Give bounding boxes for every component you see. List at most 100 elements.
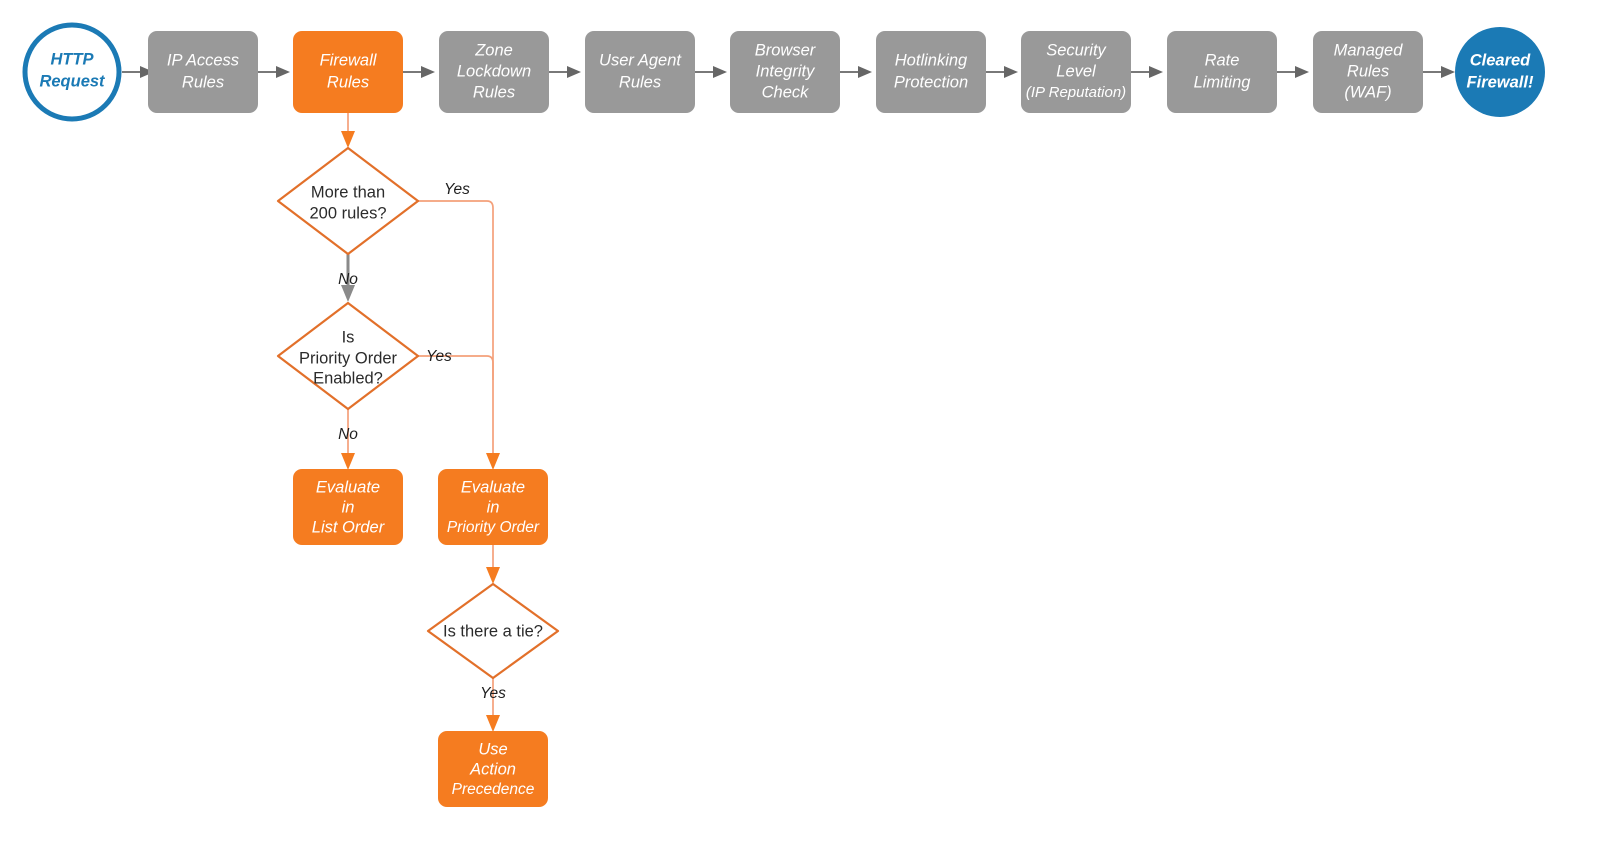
arrowhead-step-5-to-step-6 bbox=[1004, 66, 1018, 78]
evaluate-priority-order-box bbox=[438, 469, 548, 545]
managed-rules-waf-box bbox=[1313, 31, 1423, 113]
node-hotlinking-protection[interactable]: Hotlinking Protection bbox=[876, 31, 986, 113]
more-than-200-rules-label-line-1: 200 rules? bbox=[309, 204, 386, 222]
cleared-firewall-label-line-1: Firewall! bbox=[1467, 73, 1534, 91]
more-than-200-rules-label-line-0: More than bbox=[311, 183, 385, 201]
node-cleared-firewall[interactable]: Cleared Firewall! bbox=[1455, 27, 1545, 117]
edge-label-no-200-rules: No bbox=[338, 271, 358, 288]
priority-order-enabled-label-line-0: Is bbox=[342, 328, 355, 346]
http-request-circle bbox=[22, 22, 122, 122]
connector-yes-200rules bbox=[417, 200, 494, 456]
ip-access-rules-label-line-1: Rules bbox=[182, 73, 224, 91]
arrowhead-no-200rules bbox=[341, 285, 355, 302]
ip-access-rules-box bbox=[148, 31, 258, 113]
node-decision-is-there-a-tie[interactable]: Is there a tie? bbox=[426, 582, 560, 680]
browser-integrity-check-label-line-2: Check bbox=[762, 83, 810, 101]
edge-label-yes-tie: Yes bbox=[480, 685, 506, 702]
hotlinking-protection-label-line-1: Protection bbox=[894, 73, 968, 91]
node-use-action-precedence[interactable]: Use Action Precedence bbox=[438, 731, 548, 807]
http-request-label-line-0: HTTP bbox=[50, 50, 94, 68]
arrowhead-firewall-to-decision-200rules bbox=[341, 131, 355, 148]
security-level-label-line-0: Security bbox=[1046, 41, 1107, 59]
node-evaluate-priority-order[interactable]: Evaluate in Priority Order bbox=[438, 469, 548, 545]
node-security-level[interactable]: Security Level (IP Reputation) bbox=[1021, 31, 1131, 113]
arrowhead-no-priority-order bbox=[341, 453, 355, 470]
arrowhead-yes-tie bbox=[486, 715, 500, 732]
security-level-label-line-1: Level bbox=[1056, 62, 1097, 80]
branch-connectors bbox=[341, 113, 500, 732]
arrowhead-step-0-to-step-1 bbox=[276, 66, 290, 78]
evaluate-list-order-box bbox=[293, 469, 403, 545]
hotlinking-protection-box bbox=[876, 31, 986, 113]
arrowhead-yes-200rules bbox=[486, 453, 500, 470]
arrowhead-step-8-to-end bbox=[1441, 66, 1455, 78]
cleared-firewall-label-line-0: Cleared bbox=[1470, 51, 1531, 69]
arrowhead-step-1-to-step-2 bbox=[421, 66, 435, 78]
edge-label-yes-priority-order: Yes bbox=[426, 348, 452, 365]
priority-order-enabled-label-line-2: Enabled? bbox=[313, 369, 383, 387]
evaluate-priority-order-label-line-2: Priority Order bbox=[447, 519, 540, 536]
managed-rules-waf-label-line-1: Rules bbox=[1347, 62, 1389, 80]
edge-label-yes-200-rules: Yes bbox=[444, 181, 470, 198]
arrowhead-step-6-to-step-7 bbox=[1149, 66, 1163, 78]
browser-integrity-check-label-line-0: Browser bbox=[755, 41, 817, 59]
ip-access-rules-label-line-0: IP Access bbox=[167, 51, 239, 69]
more-than-200-rules-diamond bbox=[276, 146, 420, 256]
user-agent-rules-label-line-0: User Agent bbox=[599, 51, 682, 69]
edge-labels: Yes No Yes No Yes bbox=[338, 181, 506, 702]
arrowhead-step-7-to-step-8 bbox=[1295, 66, 1309, 78]
firewall-rules-label-line-0: Firewall bbox=[320, 51, 378, 69]
node-user-agent-rules[interactable]: User Agent Rules bbox=[585, 31, 695, 113]
use-action-precedence-label-line-1: Action bbox=[469, 760, 516, 778]
is-there-a-tie-label-line-0: Is there a tie? bbox=[443, 622, 543, 640]
arrowhead-priority-order-to-tie bbox=[486, 567, 500, 584]
node-ip-access-rules[interactable]: IP Access Rules bbox=[148, 31, 258, 113]
node-http-request[interactable]: HTTP Request bbox=[22, 22, 122, 122]
rate-limiting-label-line-0: Rate bbox=[1205, 51, 1240, 69]
edge-label-no-priority-order: No bbox=[338, 426, 358, 443]
browser-integrity-check-box bbox=[730, 31, 840, 113]
managed-rules-waf-label-line-0: Managed bbox=[1334, 41, 1404, 59]
evaluate-priority-order-label-line-1: in bbox=[487, 498, 500, 516]
browser-integrity-check-label-line-1: Integrity bbox=[756, 62, 816, 80]
node-rate-limiting[interactable]: Rate Limiting bbox=[1167, 31, 1277, 113]
zone-lockdown-rules-box bbox=[439, 31, 549, 113]
user-agent-rules-box bbox=[585, 31, 695, 113]
zone-lockdown-rules-label-line-1: Lockdown bbox=[457, 62, 531, 80]
hotlinking-protection-label-line-0: Hotlinking bbox=[895, 51, 968, 69]
http-request-label-line-1: Request bbox=[39, 72, 106, 90]
use-action-precedence-box bbox=[438, 731, 548, 807]
evaluate-priority-order-label-line-0: Evaluate bbox=[461, 478, 525, 496]
node-firewall-rules[interactable]: Firewall Rules bbox=[293, 31, 403, 113]
evaluate-list-order-label-line-2: List Order bbox=[312, 518, 386, 536]
managed-rules-waf-label-line-2: (WAF) bbox=[1344, 83, 1391, 101]
evaluate-list-order-label-line-1: in bbox=[342, 498, 355, 516]
use-action-precedence-label-line-0: Use bbox=[478, 740, 507, 758]
arrowhead-step-3-to-step-4 bbox=[713, 66, 727, 78]
connector-yes-priority-order bbox=[417, 355, 494, 380]
node-evaluate-list-order[interactable]: Evaluate in List Order bbox=[293, 469, 403, 545]
node-zone-lockdown-rules[interactable]: Zone Lockdown Rules bbox=[439, 31, 549, 113]
pipeline-connectors bbox=[122, 66, 1455, 78]
arrowhead-step-2-to-step-3 bbox=[567, 66, 581, 78]
priority-order-enabled-diamond bbox=[276, 301, 420, 411]
user-agent-rules-label-line-1: Rules bbox=[619, 73, 661, 91]
cleared-firewall-circle bbox=[1455, 27, 1545, 117]
node-browser-integrity-check[interactable]: Browser Integrity Check bbox=[730, 31, 840, 113]
zone-lockdown-rules-label-line-0: Zone bbox=[474, 41, 513, 59]
security-level-box bbox=[1021, 31, 1131, 113]
priority-order-enabled-label-line-1: Priority Order bbox=[299, 349, 398, 367]
arrowhead-step-4-to-step-5 bbox=[858, 66, 872, 78]
rate-limiting-box bbox=[1167, 31, 1277, 113]
firewall-rules-box bbox=[293, 31, 403, 113]
node-managed-rules-waf[interactable]: Managed Rules (WAF) bbox=[1313, 31, 1423, 113]
security-level-label-line-2: (IP Reputation) bbox=[1026, 84, 1126, 101]
is-there-a-tie-diamond bbox=[426, 582, 560, 680]
use-action-precedence-label-line-2: Precedence bbox=[452, 781, 535, 798]
node-decision-more-than-200-rules[interactable]: More than 200 rules? bbox=[276, 146, 420, 256]
rate-limiting-label-line-1: Limiting bbox=[1194, 73, 1252, 91]
zone-lockdown-rules-label-line-2: Rules bbox=[473, 83, 515, 101]
node-decision-priority-order-enabled[interactable]: Is Priority Order Enabled? bbox=[276, 301, 420, 411]
